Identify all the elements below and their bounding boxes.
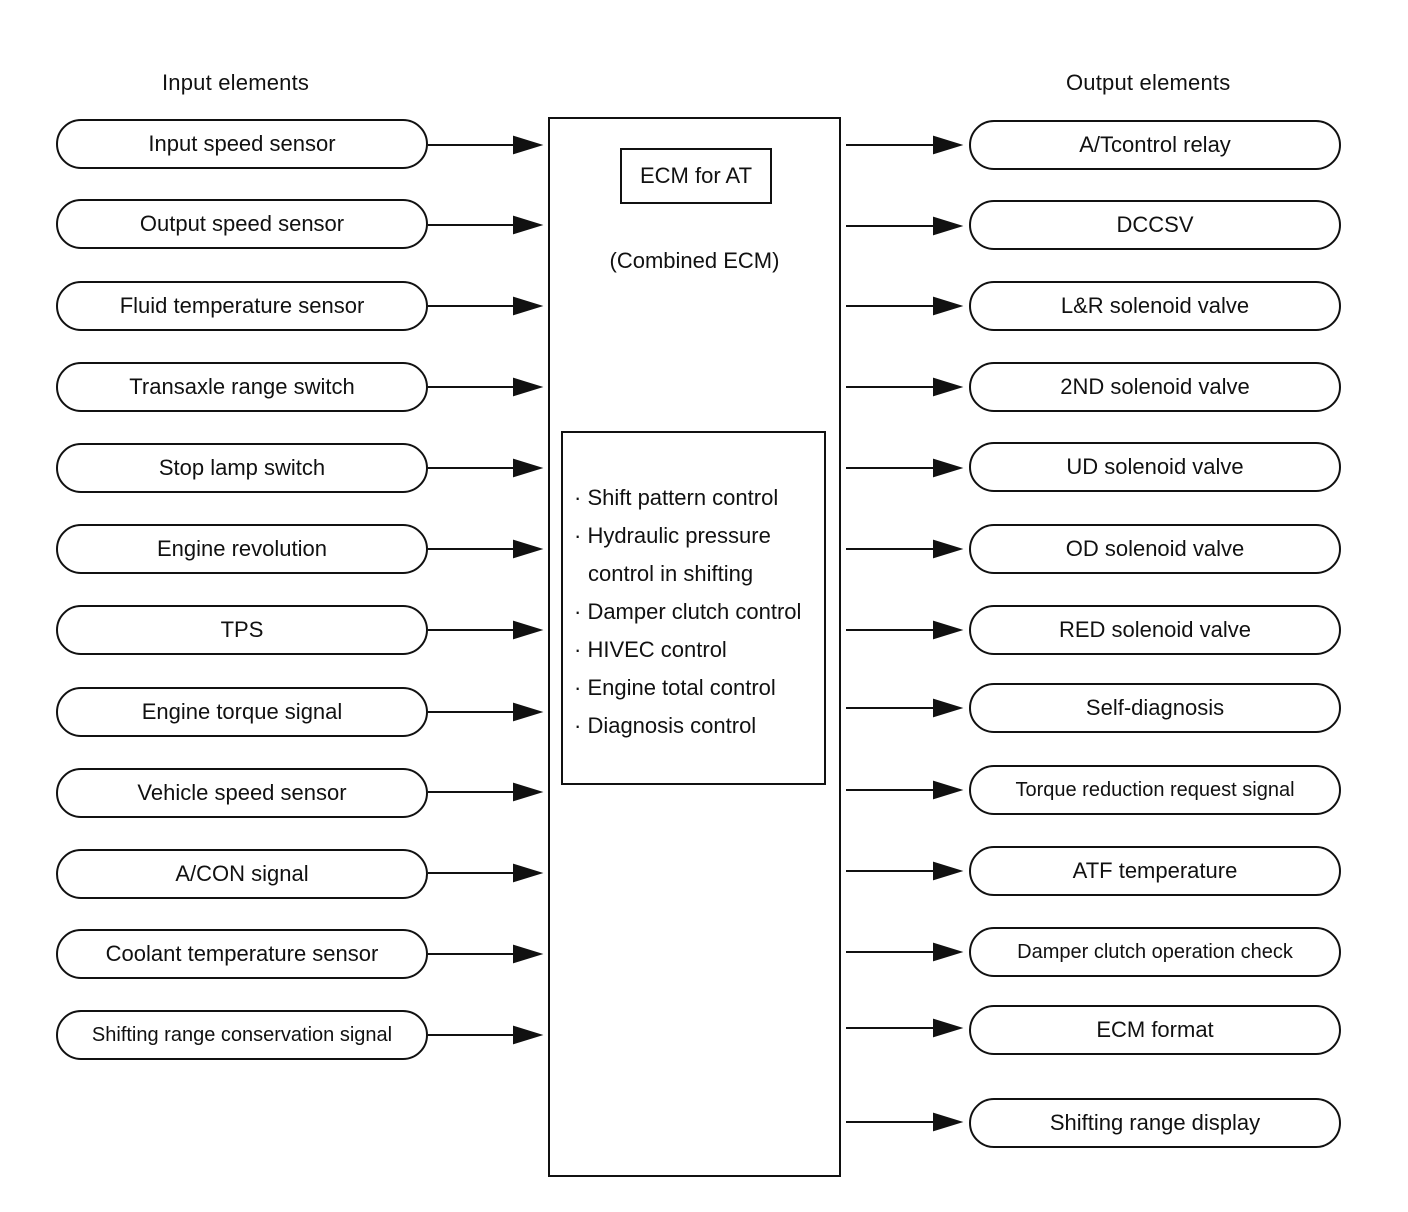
arrow-head (513, 620, 544, 640)
arrow-head (513, 458, 544, 478)
output-node-lr-solenoid-valve: L&R solenoid valve (969, 281, 1341, 331)
output-node-torque-reduction-request-signal: Torque reduction request signal (969, 765, 1341, 815)
output-node-dccsv: DCCSV (969, 200, 1341, 250)
output-node-ud-solenoid-valve: UD solenoid valve (969, 442, 1341, 492)
ecm-function-box (561, 431, 826, 785)
input-node-output-speed-sensor: Output speed sensor (56, 199, 428, 249)
output-node-damper-clutch-operation-check: Damper clutch operation check (969, 927, 1341, 977)
input-node-fluid-temperature-sensor: Fluid temperature sensor (56, 281, 428, 331)
input-node-input-speed-sensor: Input speed sensor (56, 119, 428, 169)
input-node-shifting-range-conservation-signal: Shifting range conservation signal (56, 1010, 428, 1060)
input-node-acon-signal: A/CON signal (56, 849, 428, 899)
arrow-head (513, 944, 544, 964)
arrow-head (933, 1018, 964, 1038)
input-arrows (428, 135, 544, 1045)
arrow-head (933, 539, 964, 559)
ecm-subtitle: (Combined ECM) (609, 248, 780, 273)
output-node-shifting-range-display: Shifting range display (969, 1098, 1341, 1148)
arrow-head (513, 135, 544, 155)
arrow-head (513, 296, 544, 316)
arrow-head (933, 620, 964, 640)
function-item: · HIVEC control (574, 637, 727, 662)
arrow-head (513, 702, 544, 722)
ecm-title: ECM for AT (620, 148, 772, 204)
arrow-head (513, 1025, 544, 1045)
arrow-head (933, 780, 964, 800)
function-item: · Diagnosis control (574, 713, 757, 738)
output-node-at-control-relay: A/Tcontrol relay (969, 120, 1341, 170)
arrow-head (513, 377, 544, 397)
arrow-head (933, 942, 964, 962)
arrow-head (933, 135, 964, 155)
output-node-2nd-solenoid-valve: 2ND solenoid valve (969, 362, 1341, 412)
output-elements-heading: Output elements (1066, 70, 1231, 95)
input-node-transaxle-range-switch: Transaxle range switch (56, 362, 428, 412)
arrow-head (513, 539, 544, 559)
arrow-head (933, 861, 964, 881)
arrow-head (513, 215, 544, 235)
output-arrows (846, 135, 964, 1132)
function-item: · Engine total control (574, 675, 776, 700)
output-node-ecm-format: ECM format (969, 1005, 1341, 1055)
input-node-engine-revolution: Engine revolution (56, 524, 428, 574)
function-item: · Damper clutch control (574, 599, 802, 624)
output-node-red-solenoid-valve: RED solenoid valve (969, 605, 1341, 655)
output-node-self-diagnosis: Self-diagnosis (969, 683, 1341, 733)
input-node-coolant-temperature-sensor: Coolant temperature sensor (56, 929, 428, 979)
input-node-stop-lamp-switch: Stop lamp switch (56, 443, 428, 493)
arrow-head (933, 698, 964, 718)
arrow-head (933, 216, 964, 236)
input-node-vehicle-speed-sensor: Vehicle speed sensor (56, 768, 428, 818)
arrow-head (513, 863, 544, 883)
ecm-function-list: · Shift pattern control · Hydraulic pres… (574, 479, 801, 745)
arrow-head (933, 458, 964, 478)
function-item: control in shifting (588, 561, 754, 586)
arrow-head (933, 1112, 964, 1132)
function-item: · Hydraulic pressure (574, 523, 771, 548)
input-node-tps: TPS (56, 605, 428, 655)
output-node-atf-temperature: ATF temperature (969, 846, 1341, 896)
arrow-head (933, 296, 964, 316)
arrow-head (933, 377, 964, 397)
output-node-od-solenoid-valve: OD solenoid valve (969, 524, 1341, 574)
input-node-engine-torque-signal: Engine torque signal (56, 687, 428, 737)
input-elements-heading: Input elements (162, 70, 310, 95)
function-item: · Shift pattern control (574, 485, 779, 510)
arrow-head (513, 782, 544, 802)
